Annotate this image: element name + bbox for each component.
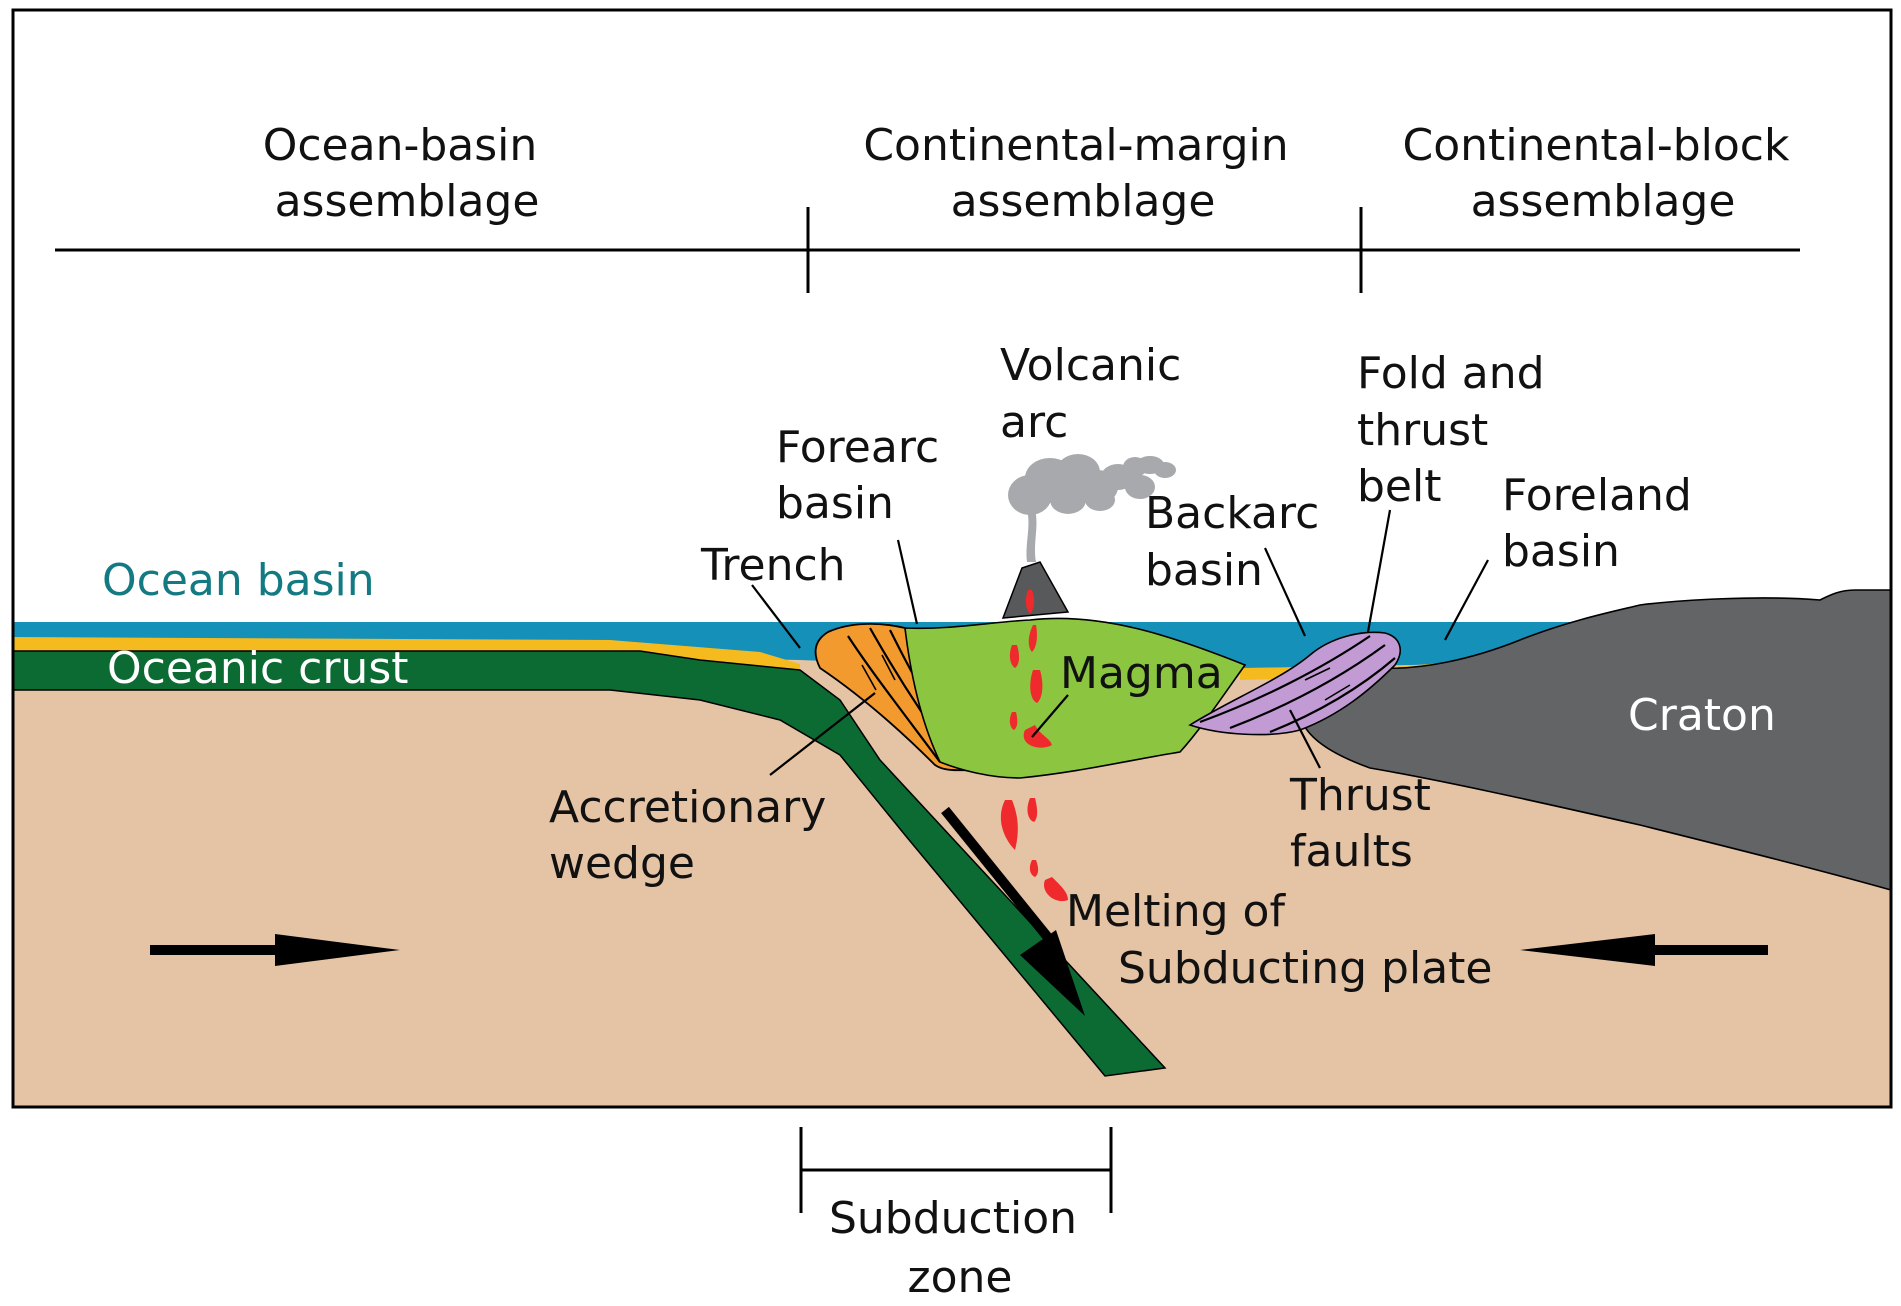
- ocean-basin-assemblage-label: Ocean-basin assemblage: [263, 120, 552, 227]
- backarc-leader: [1263, 547, 1307, 637]
- volcano-cone: [1001, 561, 1070, 619]
- subduction-zone-label: Subduction zone: [829, 1193, 1091, 1303]
- volcanic-arc-label: Volcanic arc: [1000, 340, 1195, 448]
- thrust-faults-label: Thrust faults: [1289, 770, 1445, 877]
- backarc-basin-label: Backarc basin: [1145, 488, 1333, 596]
- magma-drop: [1009, 712, 1018, 730]
- ocean-basin-label: Ocean basin: [102, 555, 375, 606]
- continental-margin-assemblage-label: Continental-margin assemblage: [863, 120, 1302, 227]
- magma-leader: [1031, 694, 1069, 738]
- continental-block-assemblage-label: Continental-block assemblage: [1403, 120, 1804, 227]
- thrust-fault-2: [1229, 644, 1386, 730]
- sediment-layer: [13, 637, 800, 674]
- thrust-fault-1: [1199, 635, 1371, 724]
- magma-drop: [1028, 625, 1037, 652]
- diagram-frame: [11, 8, 1893, 1109]
- magma-label: Magma: [1060, 648, 1223, 699]
- right-pointing-arrow-icon: [150, 934, 400, 966]
- magma-drops: [1000, 590, 1068, 902]
- fold-thrust-belt: [1188, 631, 1401, 736]
- magma-drop: [1009, 645, 1020, 668]
- foreland-leader: [1444, 559, 1489, 641]
- magma-body: [904, 617, 1247, 779]
- thrust-arrow-1: [1304, 667, 1331, 681]
- magma-drop: [1044, 877, 1068, 902]
- magma-drop: [1029, 860, 1039, 877]
- ash-cloud: [1008, 454, 1176, 562]
- wedge-fault-1: [847, 635, 941, 763]
- forearc-leader: [896, 539, 919, 625]
- forearc-basin-label: Forearc basin: [776, 422, 953, 529]
- wedge-arrow-1: [861, 664, 877, 691]
- melting-label: Melting of Subducting plate: [1066, 886, 1492, 994]
- wedge-leader: [769, 692, 876, 776]
- magma-drop: [1023, 725, 1052, 748]
- fold-belt-leader: [1366, 509, 1392, 633]
- thrust-fault-3: [1269, 657, 1396, 734]
- oceanic-crust-slab: [12, 650, 1167, 1077]
- craton-label: Craton: [1628, 690, 1776, 741]
- trench-leader: [751, 584, 801, 649]
- magma-drop: [1030, 670, 1043, 703]
- subduction-arrow-icon: [941, 806, 1085, 1016]
- magma-drop: [1000, 800, 1018, 850]
- craton: [1299, 589, 1892, 892]
- magma-drop: [1027, 798, 1038, 822]
- thrust-faults-leader: [1289, 709, 1321, 769]
- oceanic-crust-label: Oceanic crust: [107, 643, 409, 694]
- magma-drop: [1025, 590, 1035, 614]
- foreland-basin-label: Foreland basin: [1502, 470, 1706, 577]
- fold-thrust-belt-label: Fold and thrust belt: [1357, 348, 1559, 512]
- wedge-arrow-2: [881, 654, 896, 681]
- left-pointing-arrow-icon: [1520, 934, 1768, 966]
- trench-label: Trench: [700, 540, 846, 591]
- thrust-arrow-2: [1324, 684, 1351, 701]
- accretionary-wedge-label: Accretionary wedge: [549, 782, 840, 889]
